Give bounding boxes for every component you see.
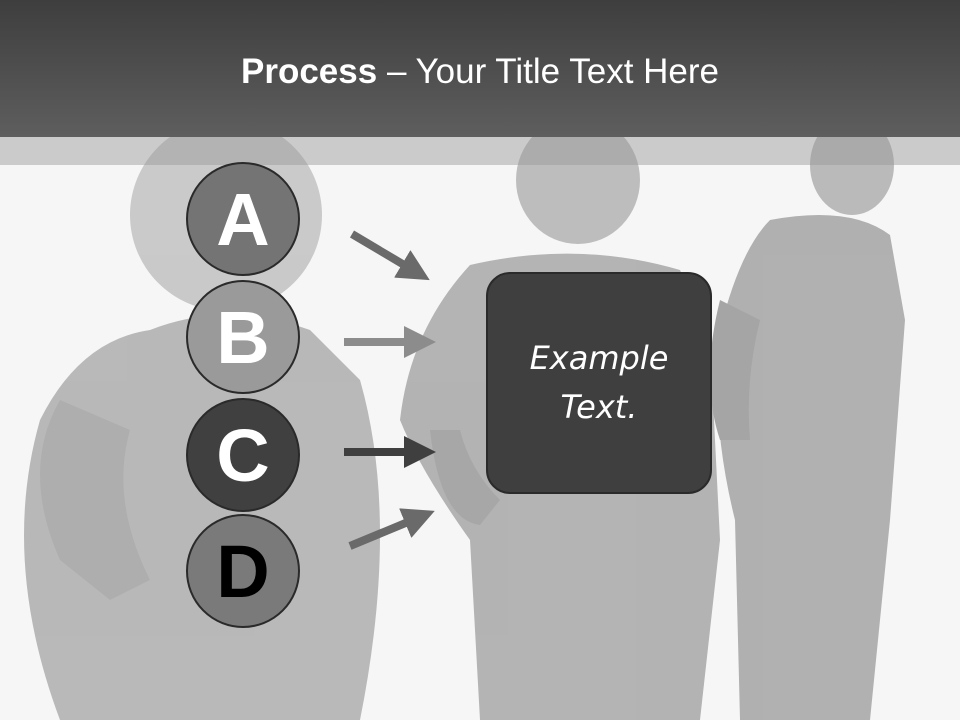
step-letter: A <box>216 177 270 261</box>
title-rest: – Your Title Text Here <box>377 52 719 91</box>
step-letter: C <box>216 413 270 497</box>
step-letter: B <box>216 295 270 379</box>
example-text-box: Example Text. <box>486 272 712 494</box>
step-circle-c: C <box>186 398 300 512</box>
step-letter: D <box>216 529 270 613</box>
step-circle-d: D <box>186 514 300 628</box>
title-bold: Process <box>241 52 378 91</box>
title-bar <box>0 0 960 137</box>
example-text: Example Text. <box>529 339 669 426</box>
step-circle-a: A <box>186 162 300 276</box>
step-circle-b: B <box>186 280 300 394</box>
slide-title: Process – Your Title Text Here <box>0 52 960 92</box>
title-stripe <box>0 137 960 165</box>
